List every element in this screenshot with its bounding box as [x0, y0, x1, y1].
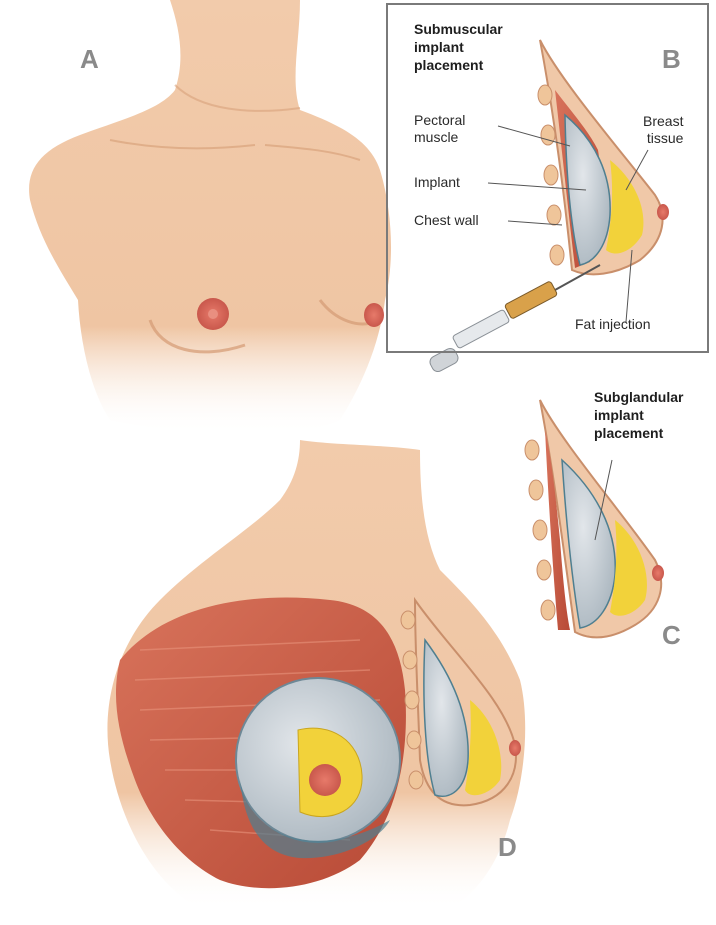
profile-b-nipple — [657, 204, 669, 220]
torso-a-collarbone — [109, 139, 361, 161]
panel-letter-d: D — [498, 832, 517, 862]
nipple-a-left-center — [208, 309, 218, 319]
ribs-c — [524, 439, 556, 621]
label-implant: Implant — [414, 174, 460, 190]
ribs-b — [537, 84, 565, 266]
panel-c-cross-section — [524, 399, 664, 639]
label-fat-injection: Fat injection — [575, 316, 651, 332]
profile-d-nipple — [509, 740, 521, 756]
panel-b-heading: Submuscular implant placement — [414, 21, 503, 73]
profile-c-fat — [610, 520, 647, 616]
torso-a-neck-shadow — [174, 84, 301, 112]
implant-d-lower-shadow — [240, 780, 390, 859]
panel-d-torso — [107, 440, 526, 910]
profile-b-implant — [564, 113, 611, 266]
leader-lines-b — [487, 125, 649, 323]
profile-d-implant — [423, 637, 469, 797]
panel-a-torso — [29, 0, 392, 435]
panel-letter-c: C — [662, 620, 681, 650]
panel-letter-a: A — [80, 44, 99, 74]
profile-b-fat — [606, 160, 644, 254]
profile-d-fat — [465, 700, 502, 796]
label-chest-wall: Chest wall — [414, 212, 479, 228]
label-pectoral-muscle: Pectoral muscle — [414, 112, 466, 145]
torso-a-breast-left-contour — [148, 319, 246, 354]
profile-c-nipple — [652, 565, 664, 581]
profile-c-muscle — [545, 430, 570, 630]
label-breast-tissue: Breast tissue — [643, 113, 684, 146]
panel-b-cross-section — [429, 39, 669, 373]
panel-letter-b: B — [662, 44, 681, 74]
ribs-d — [400, 610, 424, 790]
nipple-d — [309, 764, 341, 796]
torso-a-body — [29, 0, 392, 435]
nipple-a-right — [364, 303, 384, 327]
panel-c-heading: Subglandular implant placement — [594, 389, 684, 441]
panel-b-frame — [386, 3, 709, 353]
leader-line-c — [594, 459, 613, 541]
